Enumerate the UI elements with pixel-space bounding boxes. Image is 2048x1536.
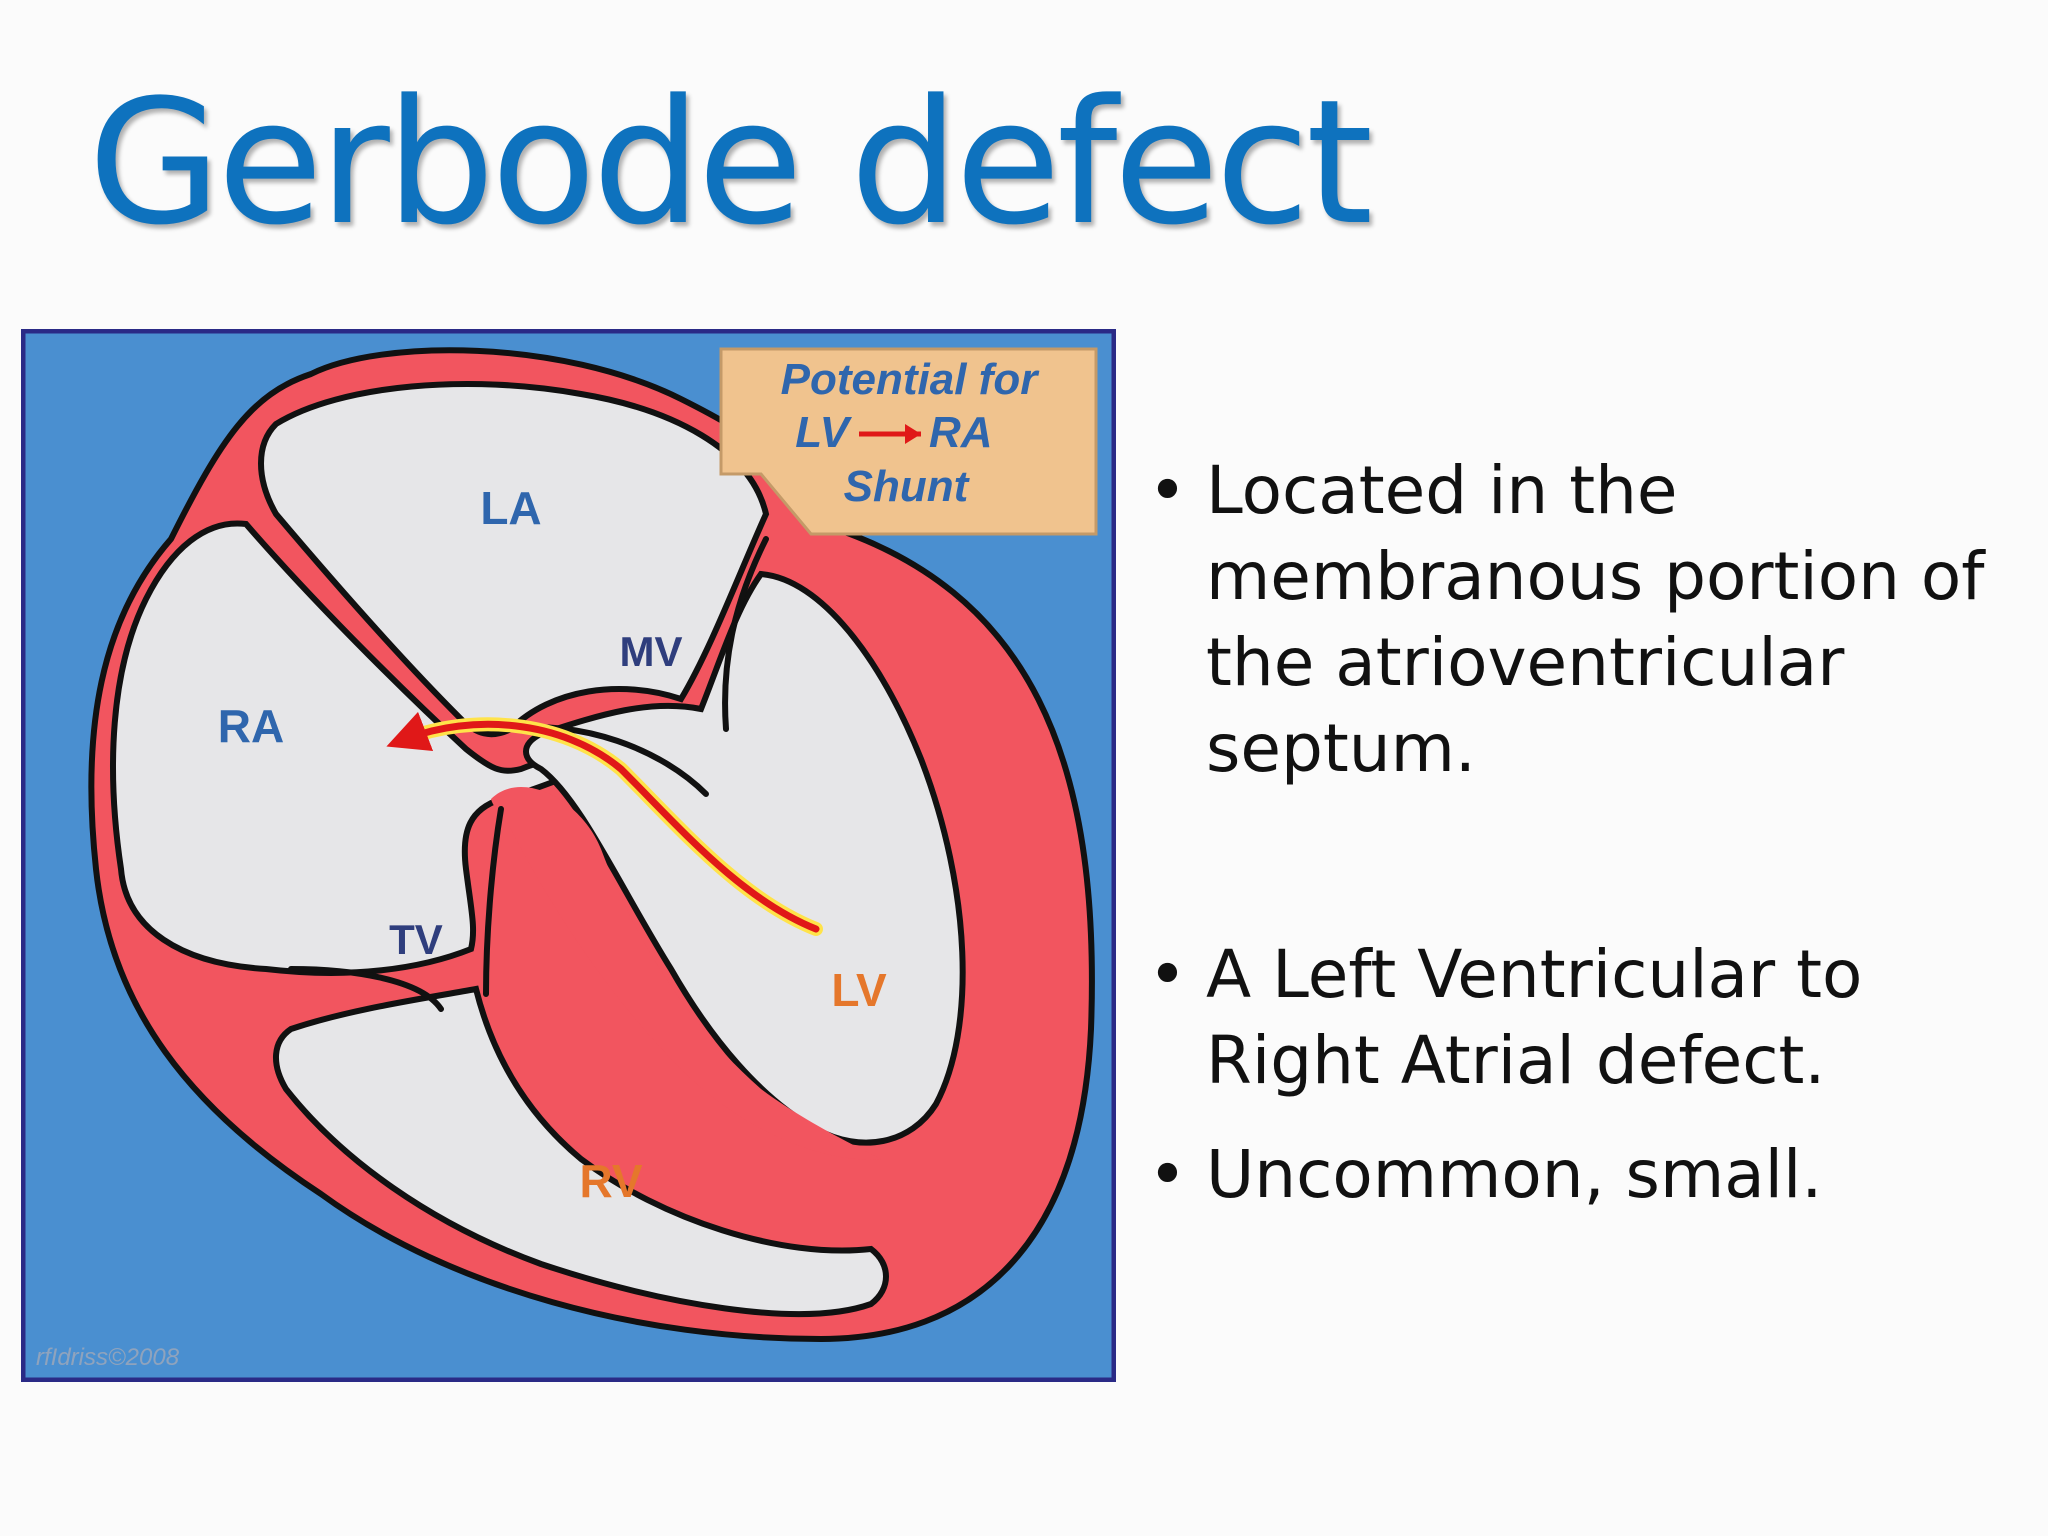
bullet-list: • Located in the membranous portion of t…	[1148, 448, 2028, 1218]
right-atrium-chamber	[110, 520, 622, 976]
label-mv: MV	[620, 628, 683, 675]
label-rv: RV	[579, 1155, 642, 1207]
heart-diagram-svg: Potential for LV RA Shunt LA RA MV TV LV…	[21, 329, 1116, 1382]
left-ventricle-chamber	[523, 570, 966, 1146]
bullet-text: Uncommon, small.	[1206, 1136, 1823, 1213]
label-tv: TV	[389, 916, 443, 963]
tricuspid-valve-leaflet-septal	[483, 806, 504, 997]
bullet-dot-icon: •	[1148, 1136, 1187, 1213]
callout-line1: Potential for	[781, 355, 1041, 404]
bullet-text: Located in the membranous portion of the…	[1206, 452, 1985, 787]
diagram-copyright: rfIdriss©2008	[36, 1344, 180, 1371]
label-ra: RA	[218, 700, 284, 752]
bullet-item: • Uncommon, small.	[1148, 1132, 2028, 1218]
bullet-dot-icon: •	[1148, 936, 1187, 1013]
callout-arrow-icon	[859, 424, 921, 444]
callout-line2-right: RA	[929, 408, 993, 457]
shunt-arrow	[386, 711, 820, 933]
callout-line3: Shunt	[844, 462, 971, 511]
slide-title: Gerbode defect	[88, 62, 1373, 263]
callout-line2-left: LV	[795, 408, 852, 457]
mitral-valve-leaflet-posterior	[722, 536, 769, 732]
label-lv: LV	[831, 964, 887, 1016]
heart-diagram: Potential for LV RA Shunt LA RA MV TV LV…	[21, 329, 1116, 1382]
interventricular-septum	[491, 787, 881, 1160]
bullet-item: • A Left Ventricular to Right Atrial def…	[1148, 932, 2028, 1104]
right-ventricle-chamber	[272, 985, 889, 1317]
tricuspid-valve-leaflet-anterior	[288, 966, 444, 1012]
label-la: LA	[480, 482, 541, 534]
bullet-text: A Left Ventricular to Right Atrial defec…	[1206, 936, 1863, 1099]
bullet-item: • Located in the membranous portion of t…	[1148, 448, 2028, 792]
callout-line2: LV RA	[795, 408, 992, 457]
bullet-dot-icon: •	[1148, 452, 1187, 529]
left-atrium-chamber	[258, 381, 770, 738]
